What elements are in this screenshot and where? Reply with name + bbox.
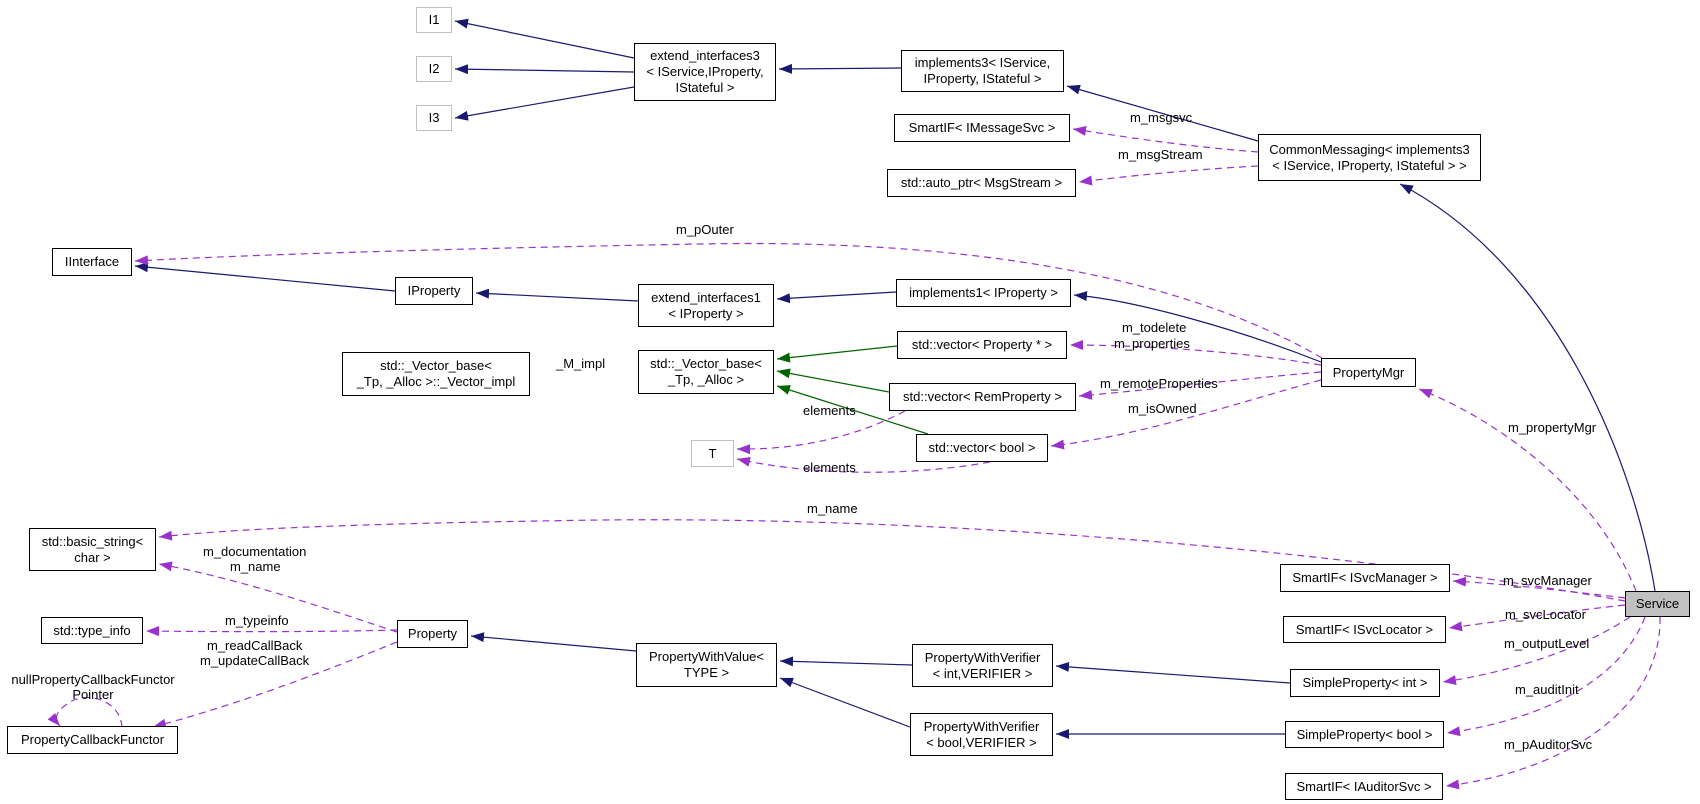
- edge-vec_bool-to-vector_base: [776, 385, 929, 435]
- class-node-vec_property[interactable]: std::vector< Property * >: [897, 331, 1067, 359]
- class-node-pwverifier_int[interactable]: PropertyWithVerifier < int,VERIFIER >: [912, 644, 1053, 687]
- edge-commonmessaging-to-smartif_imessagesvc: [1072, 125, 1259, 153]
- class-node-smartif_iauditorsvc[interactable]: SmartIF< IAuditorSvc >: [1285, 773, 1443, 800]
- edge-vec_bool-to-t_param: [736, 456, 991, 473]
- edge-service-to-smartif_isvcmanager: [1452, 576, 1626, 599]
- edge-vec_property-to-vector_base: [776, 345, 898, 363]
- edge-implements3-to-extend_interfaces3: [778, 63, 902, 74]
- edge-propertymgr-to-vec_remproperty: [1078, 371, 1322, 400]
- class-node-service: Service: [1625, 591, 1690, 617]
- edge-property-to-type_info: [145, 626, 398, 637]
- edge-commonmessaging-to-auto_ptr_msgstream: [1078, 165, 1259, 186]
- class-node-propertymgr[interactable]: PropertyMgr: [1321, 358, 1416, 387]
- edge-extend_interfaces1-to-iproperty: [475, 288, 639, 302]
- class-node-propertycallbackfunctor[interactable]: PropertyCallbackFunctor: [7, 726, 178, 754]
- edge-propertycallbackfunctor-to-propertycallbackfunctor: [47, 696, 123, 728]
- class-node-implements1[interactable]: implements1< IProperty >: [896, 279, 1071, 307]
- edge-vec_remproperty-to-vector_base: [776, 368, 890, 393]
- class-node-i2: I2: [416, 56, 452, 82]
- class-node-smartif_isvclocator[interactable]: SmartIF< ISvcLocator >: [1283, 616, 1446, 643]
- class-node-i1: I1: [416, 7, 452, 33]
- edge-service-to-commonmessaging: [1399, 183, 1656, 592]
- class-node-implements3[interactable]: implements3< IService, IProperty, IState…: [901, 50, 1064, 92]
- class-node-vector_impl[interactable]: std::_Vector_base< _Tp, _Alloc >::_Vecto…: [342, 352, 530, 396]
- class-node-auto_ptr_msgstream[interactable]: std::auto_ptr< MsgStream >: [887, 169, 1076, 197]
- edge-extend_interfaces3-to-i2: [454, 64, 635, 75]
- class-node-vec_bool[interactable]: std::vector< bool >: [916, 434, 1048, 462]
- class-node-basic_string[interactable]: std::basic_string< char >: [29, 528, 156, 571]
- edge-implements1-to-extend_interfaces1: [776, 291, 897, 304]
- edge-propertywithvalue-to-property: [470, 632, 637, 652]
- class-node-commonmessaging[interactable]: CommonMessaging< implements3 < IService,…: [1258, 134, 1481, 181]
- edge-simpleproperty_int-to-pwverifier_int: [1055, 661, 1291, 684]
- class-node-propertywithvalue[interactable]: PropertyWithValue< TYPE >: [636, 643, 777, 687]
- edge-propertymgr-to-implements1: [1073, 291, 1322, 363]
- edge-iproperty-to-iinterface: [134, 262, 396, 292]
- edge-propertymgr-to-vec_bool: [1050, 379, 1322, 450]
- edge-service-to-simpleproperty_int: [1442, 616, 1631, 686]
- edge-service-to-simpleproperty_bool: [1446, 616, 1646, 737]
- edge-extend_interfaces3-to-i1: [454, 18, 635, 59]
- class-node-extend_interfaces1[interactable]: extend_interfaces1 < IProperty >: [638, 284, 774, 327]
- class-node-i3: I3: [416, 105, 452, 131]
- class-node-vector_base[interactable]: std::_Vector_base< _Tp, _Alloc >: [638, 350, 774, 394]
- class-node-t_param: T: [691, 440, 734, 467]
- class-node-iinterface[interactable]: IInterface: [52, 248, 132, 276]
- class-node-iproperty[interactable]: IProperty: [395, 277, 473, 305]
- edge-commonmessaging-to-implements3: [1066, 84, 1259, 142]
- class-node-smartif_imessagesvc[interactable]: SmartIF< IMessageSvc >: [894, 114, 1070, 142]
- edge-pwverifier_bool-to-propertywithvalue: [779, 677, 911, 728]
- class-node-simpleproperty_bool[interactable]: SimpleProperty< bool >: [1285, 721, 1444, 748]
- edge-property-to-basic_string: [158, 561, 398, 633]
- edge-group: [47, 18, 1661, 790]
- class-node-type_info[interactable]: std::type_info: [41, 617, 143, 644]
- class-node-simpleproperty_int[interactable]: SimpleProperty< int >: [1290, 669, 1440, 697]
- edge-pwverifier_int-to-propertywithvalue: [779, 656, 913, 667]
- edge-service-to-smartif_isvclocator: [1448, 604, 1626, 632]
- edge-property-to-propertycallbackfunctor: [152, 641, 398, 729]
- edge-service-to-smartif_iauditorsvc: [1445, 616, 1661, 790]
- edge-vec_remproperty-to-t_param: [736, 410, 906, 455]
- edge-service-to-propertymgr: [1418, 388, 1637, 592]
- edge-propertymgr-to-vec_property: [1069, 340, 1322, 366]
- edge-propertymgr-to-iinterface: [134, 242, 1323, 359]
- class-node-smartif_isvcmanager[interactable]: SmartIF< ISvcManager >: [1280, 564, 1450, 592]
- class-node-pwverifier_bool[interactable]: PropertyWithVerifier < bool,VERIFIER >: [910, 713, 1053, 756]
- class-node-extend_interfaces3[interactable]: extend_interfaces3 < IService,IProperty,…: [634, 43, 776, 101]
- class-node-property[interactable]: Property: [397, 620, 468, 648]
- class-node-vec_remproperty[interactable]: std::vector< RemProperty >: [889, 383, 1076, 411]
- edge-extend_interfaces3-to-i3: [454, 86, 635, 121]
